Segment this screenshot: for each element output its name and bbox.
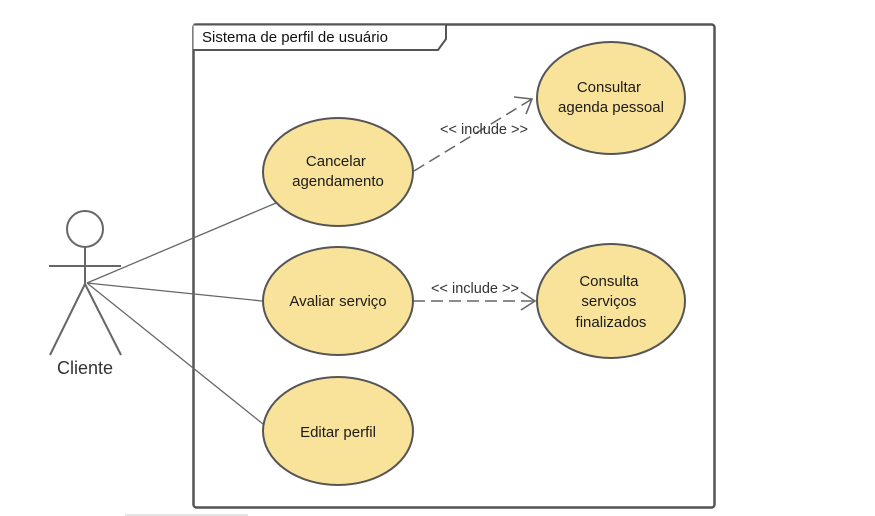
include-relationships	[413, 96, 537, 311]
use-case-label: Avaliar serviço	[289, 293, 386, 310]
include-arrow-1	[413, 98, 533, 172]
use-case-label: Cancelar	[306, 153, 366, 170]
include-arrowhead-2	[520, 291, 537, 311]
association-avaliar	[86, 282, 263, 302]
use-case-consultar-agenda[interactable]: Consultar agenda pessoal	[536, 41, 686, 155]
actor-cliente[interactable]	[49, 210, 122, 356]
include-label-1: << include >>	[440, 122, 528, 138]
svg-text:Cancelar agendamento: Cancelar agendamento	[292, 153, 384, 190]
associations	[86, 202, 277, 429]
system-title: Sistema de perfil de usuário	[202, 29, 388, 46]
svg-text:Consulta serviços: Consulta serviços finalizados	[576, 273, 647, 331]
actor-left-leg	[49, 283, 86, 356]
use-case-cancelar-agendamento[interactable]: Cancelar agendamento	[262, 117, 414, 227]
include-arrowhead-1	[513, 96, 534, 115]
use-case-editar-perfil[interactable]: Editar perfil	[262, 376, 414, 486]
use-case-label: Consultar	[577, 79, 641, 96]
include-label-2: << include >>	[431, 281, 519, 297]
use-case-avaliar-servico[interactable]: Avaliar serviço	[262, 246, 414, 356]
system-title-tab	[193, 23, 447, 51]
actor-right-leg	[84, 283, 122, 356]
use-case-label: serviços	[581, 293, 636, 310]
use-case-label: agendamento	[292, 173, 384, 190]
svg-text:Consultar agenda pessoal: Consultar agenda pessoal	[558, 79, 664, 116]
use-case-label: finalizados	[576, 314, 647, 331]
actor-head	[66, 210, 104, 248]
svg-text:Editar perfil: Editar perfil	[300, 424, 376, 441]
association-editar	[86, 282, 269, 429]
use-case-label: agenda pessoal	[558, 99, 664, 116]
association-cancelar	[86, 202, 277, 284]
actor-label: Cliente	[57, 358, 113, 378]
use-case-consulta-servicos-finalizados[interactable]: Consulta serviços finalizados	[536, 243, 686, 359]
use-case-label: Editar perfil	[300, 424, 376, 441]
svg-text:Avaliar serviço: Avaliar serviço	[289, 293, 386, 310]
use-case-label: Consulta	[579, 273, 639, 290]
